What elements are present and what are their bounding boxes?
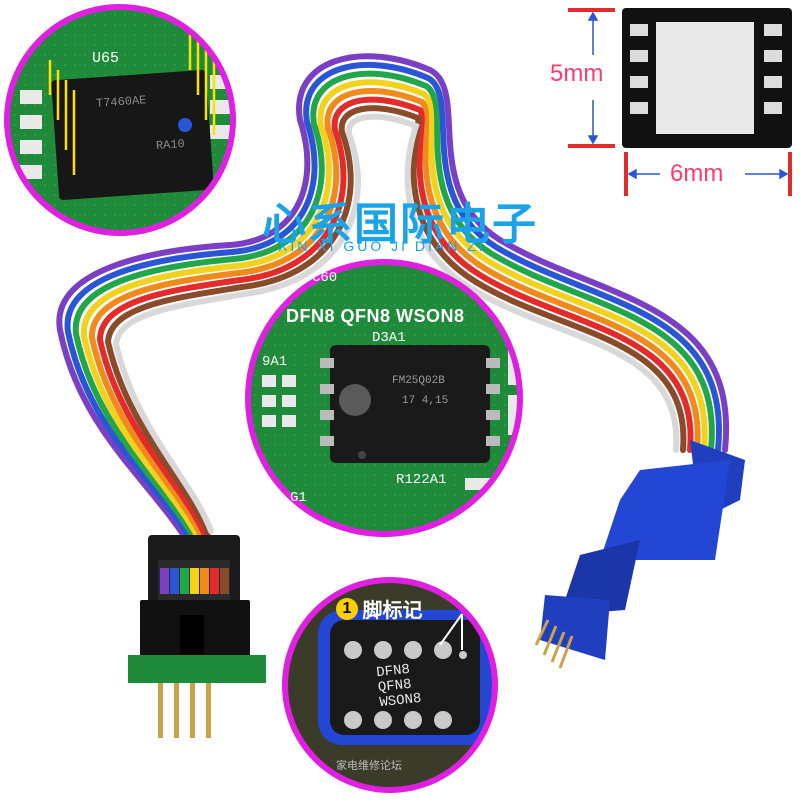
idc-connector bbox=[128, 535, 266, 738]
inset-border bbox=[4, 4, 236, 236]
board-label: 9A1 bbox=[262, 354, 288, 370]
height-dimension-label: 5mm bbox=[550, 60, 604, 87]
inset-border bbox=[245, 259, 523, 537]
board-label: R122A1 bbox=[396, 472, 447, 488]
pin1-badge: 1 bbox=[336, 597, 358, 620]
width-dimension-label: 6mm bbox=[670, 160, 724, 187]
inset-top-left bbox=[4, 4, 236, 236]
dimension-diagram bbox=[568, 8, 792, 196]
watermark: 家电维修论坛 bbox=[336, 759, 402, 772]
inset-center bbox=[245, 259, 523, 537]
board-label: G1 bbox=[290, 490, 307, 506]
board-label-u65: U65 bbox=[92, 50, 120, 67]
chip-marking: 17 4,15 bbox=[402, 395, 449, 407]
pin1-text: 脚标记 bbox=[362, 598, 423, 622]
package-title: DFN8 QFN8 WSON8 bbox=[286, 306, 465, 326]
pin1-marker-label: 1 脚标记 bbox=[336, 594, 422, 623]
chip-marking: RA10 bbox=[155, 137, 186, 153]
ribbon-cable bbox=[56, 53, 730, 548]
brand-chinese: 心系国际电子 bbox=[262, 199, 538, 250]
board-label: D3A1 bbox=[372, 330, 406, 346]
socket-package-lines: DFN8 QFN8 WSON8 bbox=[376, 662, 423, 711]
probe-connector bbox=[534, 440, 745, 669]
brand-pinyin: XIN XI GUO JI DIAN ZI bbox=[278, 238, 486, 254]
chip-marking: FM25Q02B bbox=[392, 375, 445, 387]
inset-border bbox=[282, 577, 498, 793]
inset-bottom bbox=[282, 577, 498, 793]
board-label: C60 bbox=[312, 270, 338, 286]
